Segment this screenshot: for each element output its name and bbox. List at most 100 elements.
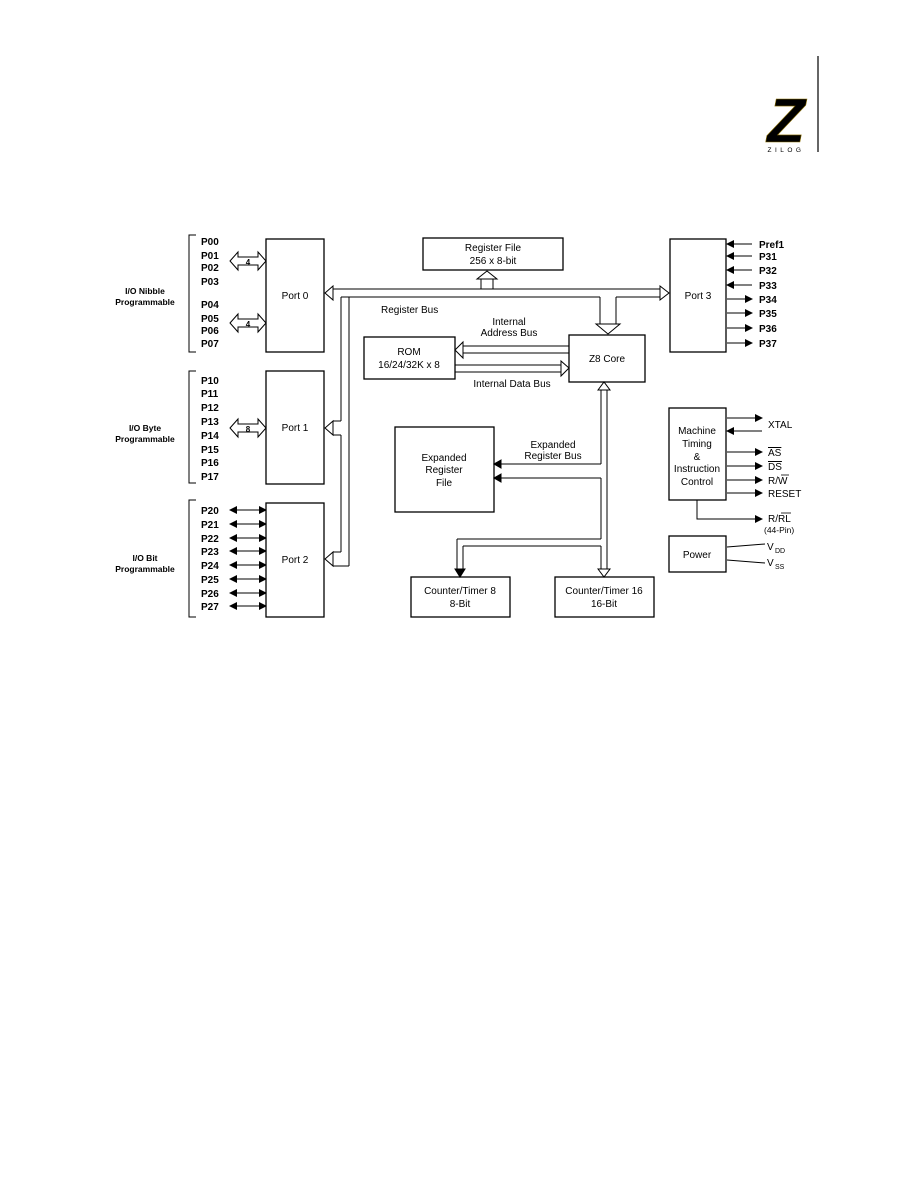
port1-block: Port 1	[265, 370, 325, 485]
io-bit-label-1: I/O Bit	[132, 553, 157, 563]
pin-p06: P06	[201, 326, 219, 337]
register-bus-label: Register Bus	[381, 305, 438, 316]
port2-label: Port 2	[282, 555, 309, 566]
io-bit-label-2: Programmable	[115, 564, 175, 574]
group-labels: I/O Nibble Programmable I/O Byte Program…	[115, 286, 175, 574]
expanded-register-file-block: Expanded Register File	[394, 426, 495, 513]
pin-p10: P10	[201, 376, 219, 387]
port2-pins: P20 P21 P22 P23 P24 P25 P26 P27	[201, 506, 219, 613]
port2-block: Port 2	[265, 502, 325, 618]
counter-timer8-block: Counter/Timer 8 8-Bit	[410, 576, 511, 618]
io-nibble-label-1: I/O Nibble	[125, 286, 165, 296]
port3-label: Port 3	[685, 291, 712, 302]
power-block: Power	[668, 535, 727, 573]
pin-p35: P35	[759, 309, 777, 320]
port-input-buses: 4 4 8	[229, 250, 267, 439]
mt-line2: Timing	[682, 439, 712, 450]
counter-timer16-block: Counter/Timer 16 16-Bit	[554, 576, 655, 618]
power-label: Power	[683, 550, 712, 561]
internal-address-bus-label-2: Address Bus	[481, 328, 538, 339]
expanded-register-bus-label-1: Expanded	[530, 440, 575, 451]
signal-rrl: R/RL	[768, 514, 791, 525]
pin-p37: P37	[759, 339, 777, 350]
pin-p36: P36	[759, 324, 777, 335]
vdd-label: V	[767, 542, 774, 553]
pin-p01: P01	[201, 251, 219, 262]
bus-width-p0b: 4	[246, 320, 251, 329]
pin-p12: P12	[201, 403, 219, 414]
pin-p24: P24	[201, 561, 219, 572]
pin-p05: P05	[201, 314, 219, 325]
io-byte-label-1: I/O Byte	[129, 423, 161, 433]
port3-block: Port 3	[669, 238, 727, 353]
core-lower-buses	[454, 381, 611, 578]
pin-p04: P04	[201, 300, 219, 311]
signal-as: AS	[768, 448, 782, 459]
signal-rrl-note: (44-Pin)	[764, 525, 794, 535]
io-nibble-label-2: Programmable	[115, 297, 175, 307]
pin-p16: P16	[201, 458, 219, 469]
ct8-title: Counter/Timer 8	[424, 586, 496, 597]
timing-signals: XTAL AS DS R/W RESET R/RL (44-Pin)	[764, 420, 801, 535]
logo-letter: Z	[765, 87, 807, 156]
port2-pin-arrows	[229, 506, 267, 610]
pin-p11: P11	[201, 389, 219, 400]
group-brackets	[188, 234, 196, 618]
register-file-block: Register File 256 x 8-bit	[422, 237, 564, 271]
pin-p02: P02	[201, 263, 219, 274]
rom-title: ROM	[397, 347, 420, 358]
rom-core-buses	[454, 340, 570, 378]
pin-p25: P25	[201, 575, 219, 586]
rom-block: ROM 16/24/32K x 8	[363, 336, 456, 380]
port1-pins: P10 P11 P12 P13 P14 P15 P16 P17	[201, 376, 219, 483]
port3-pin-arrows	[726, 240, 753, 347]
pin-p15: P15	[201, 445, 219, 456]
z8-core-label: Z8 Core	[589, 354, 626, 365]
internal-data-bus-label: Internal Data Bus	[473, 379, 550, 390]
mt-line1: Machine	[678, 426, 716, 437]
pin-p03: P03	[201, 277, 219, 288]
vdd-subscript: DD	[775, 548, 785, 555]
erf-line2: Register	[425, 465, 463, 476]
pin-pref1: Pref1	[759, 240, 784, 251]
pin-p33: P33	[759, 281, 777, 292]
port0-label: Port 0	[282, 291, 309, 302]
pin-p27: P27	[201, 602, 219, 613]
pin-p17: P17	[201, 472, 219, 483]
internal-address-bus-label-1: Internal	[492, 317, 525, 328]
pin-p00: P00	[201, 237, 219, 248]
expanded-register-bus-label-2: Register Bus	[524, 451, 581, 462]
erf-line1: Expanded	[421, 453, 466, 464]
register-file-size: 256 x 8-bit	[470, 256, 517, 267]
z8-core-block: Z8 Core	[568, 334, 646, 383]
port0-pins: P00 P01 P02 P03 P04 P05 P06 P07	[201, 237, 219, 350]
ct16-width: 16-Bit	[591, 599, 617, 610]
pin-p32: P32	[759, 266, 777, 277]
io-byte-label-2: Programmable	[115, 434, 175, 444]
vss-subscript: SS	[775, 564, 785, 571]
pin-p34: P34	[759, 295, 777, 306]
register-bus	[324, 270, 670, 568]
mt-line4: Instruction	[674, 464, 720, 475]
ct16-title: Counter/Timer 16	[565, 586, 643, 597]
pin-p20: P20	[201, 506, 219, 517]
register-file-title: Register File	[465, 243, 522, 254]
mt-line3: &	[694, 452, 701, 463]
port0-block: Port 0	[265, 238, 325, 353]
port3-pins: Pref1 P31 P32 P33 P34 P35 P36 P37	[759, 240, 784, 350]
rom-size: 16/24/32K x 8	[378, 360, 440, 371]
pin-p21: P21	[201, 520, 219, 531]
signal-reset: RESET	[768, 489, 801, 500]
logo-wordmark: ZILOG	[767, 147, 804, 154]
pin-p23: P23	[201, 547, 219, 558]
pin-p13: P13	[201, 417, 219, 428]
timing-signal-arrows	[696, 414, 763, 523]
port1-label: Port 1	[282, 423, 309, 434]
pin-p14: P14	[201, 431, 219, 442]
signal-xtal: XTAL	[768, 420, 793, 431]
power-lines: V DD V SS	[726, 542, 785, 571]
mt-line5: Control	[681, 477, 713, 488]
machine-timing-block: Machine Timing & Instruction Control	[668, 407, 727, 501]
pin-p26: P26	[201, 589, 219, 600]
